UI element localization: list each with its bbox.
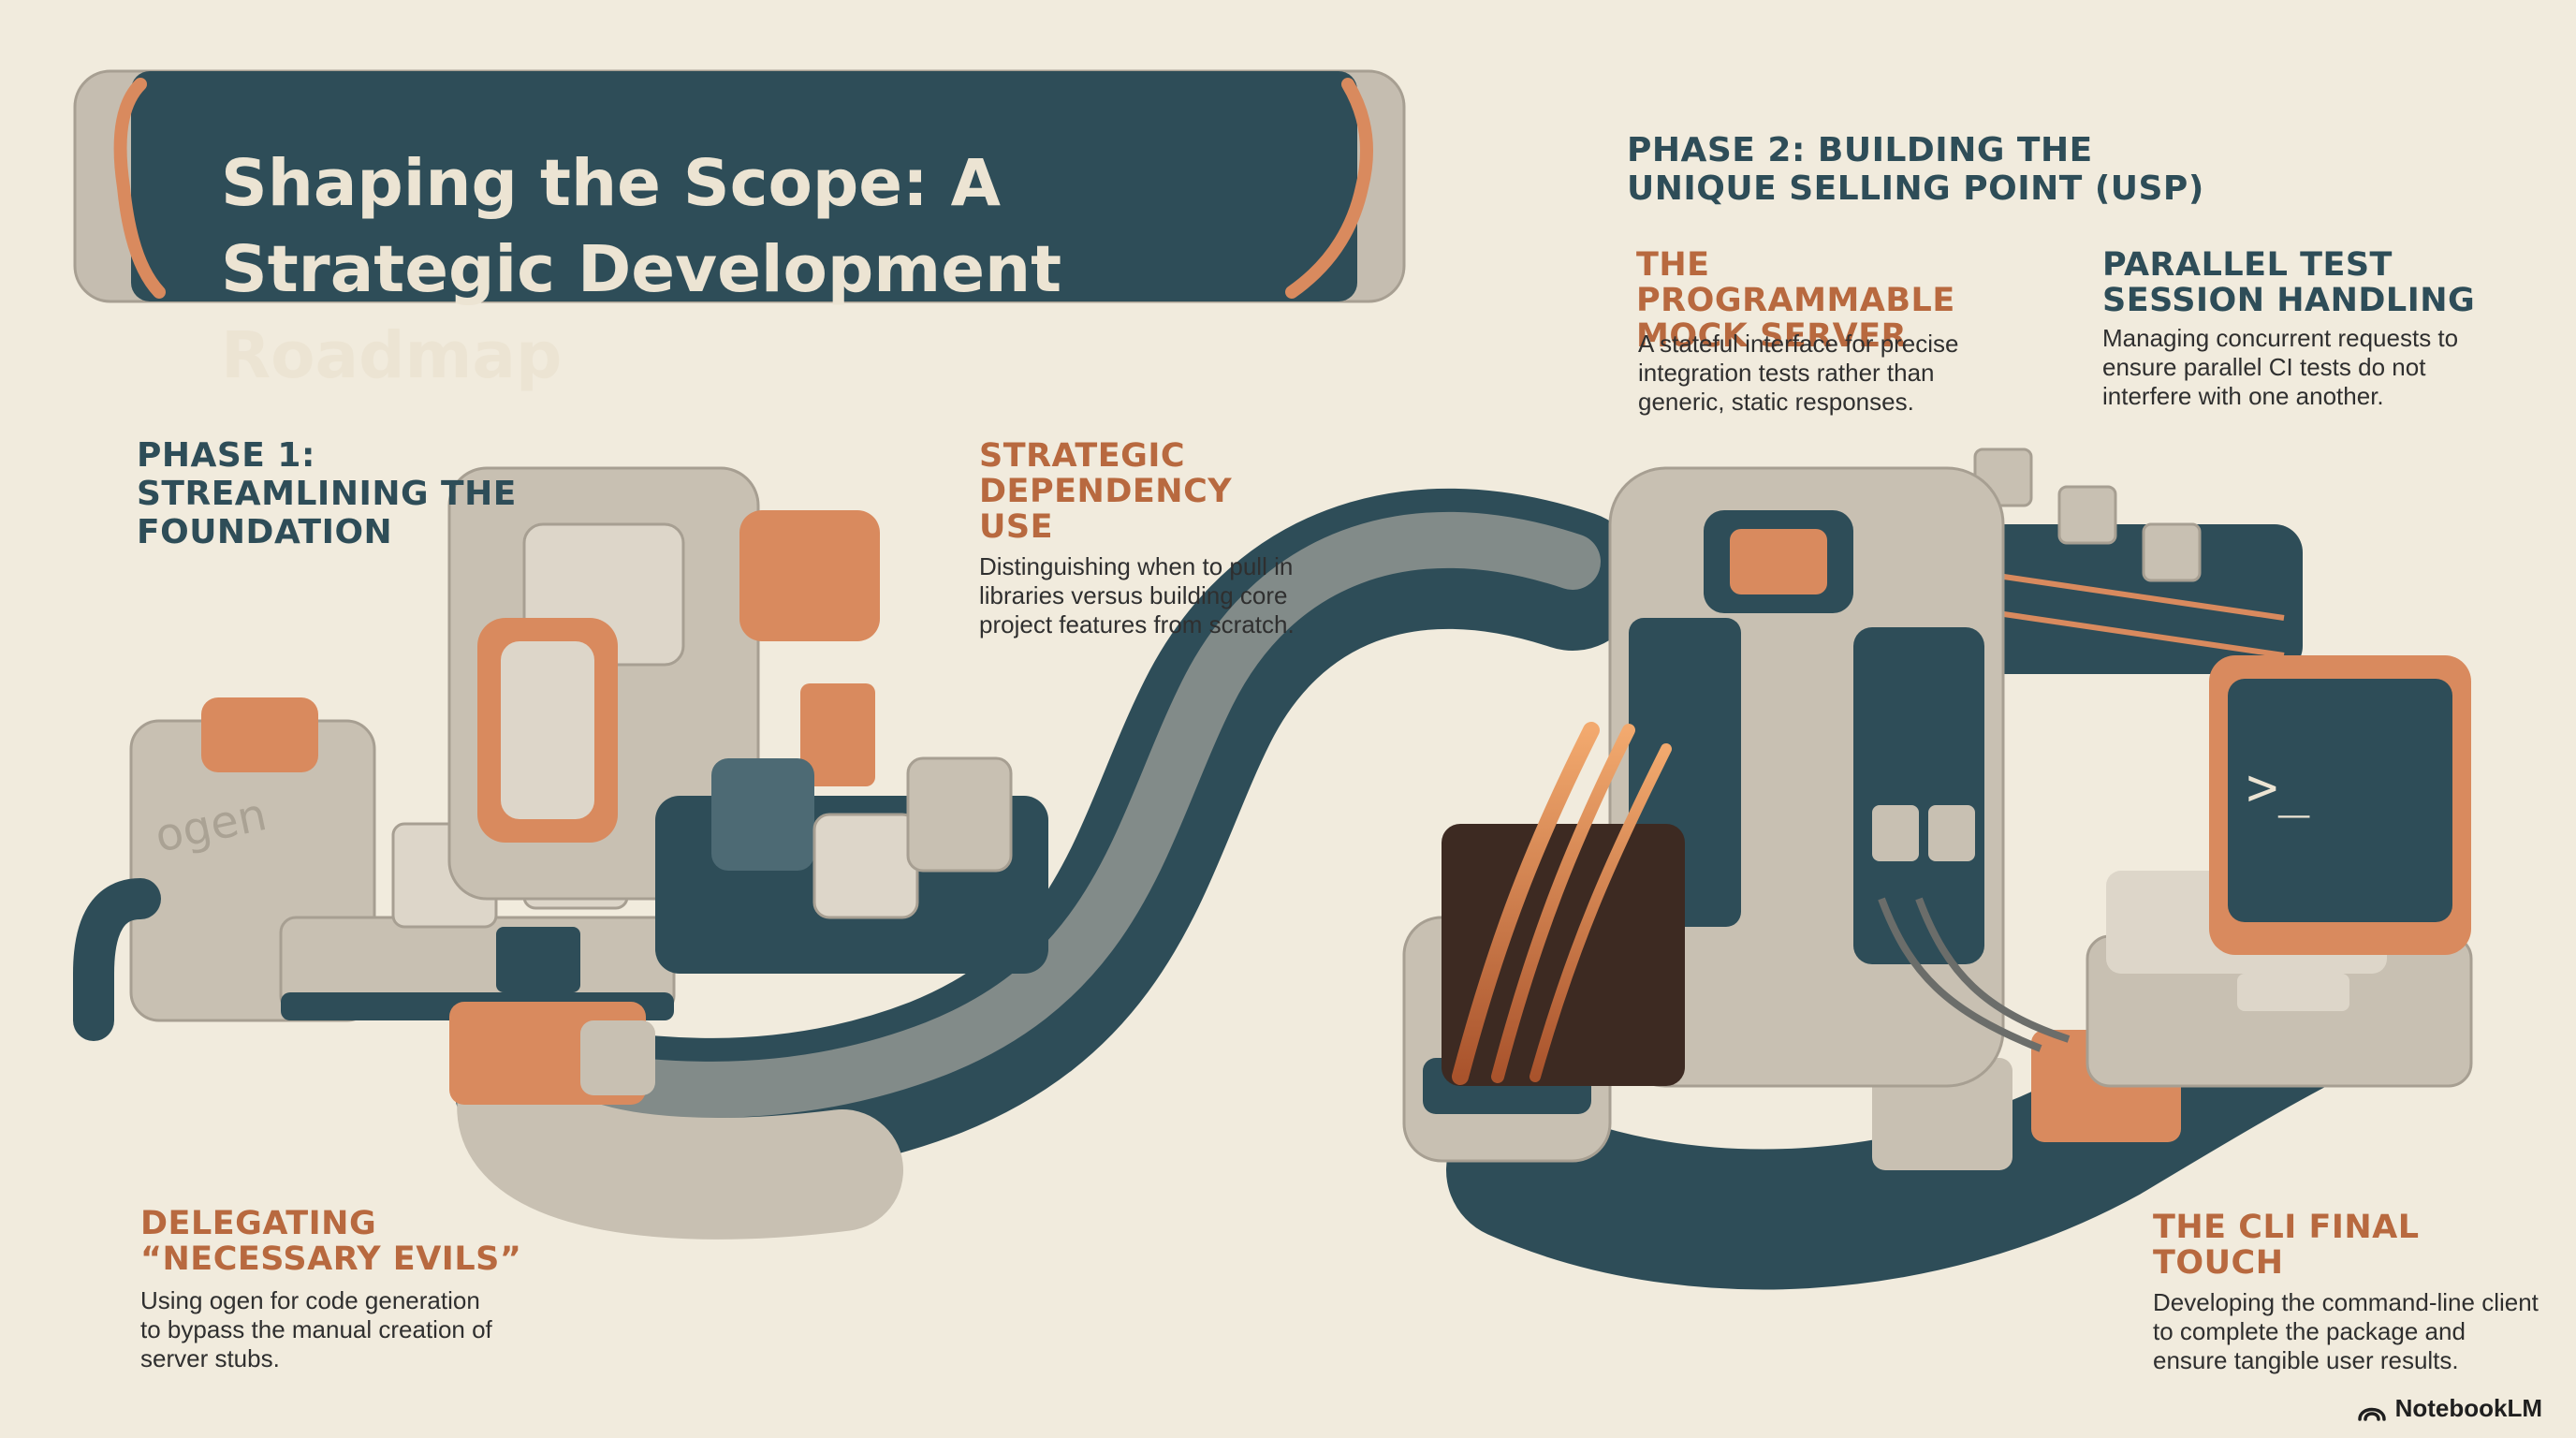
- notebooklm-logo-icon: [2357, 1399, 2386, 1421]
- page-title: Shaping the Scope: A Strategic Developme…: [221, 146, 1062, 394]
- terminal-prompt: >_: [2247, 757, 2310, 818]
- phase1-section-desc-dependency: Distinguishing when to pull in libraries…: [979, 552, 1295, 638]
- phase2-title: PHASE 2: BUILDING THE UNIQUE SELLING POI…: [1627, 131, 2204, 208]
- brand-watermark: NotebookLM: [2357, 1394, 2542, 1423]
- brand-name: NotebookLM: [2394, 1394, 2542, 1422]
- phase2-section-desc-cli: Developing the command-line client to co…: [2153, 1288, 2539, 1374]
- phase2-section-title-mock-server: THE PROGRAMMABLE MOCK SERVER: [1636, 246, 1955, 355]
- phase1-section-title-dependency: STRATEGIC DEPENDENCY USE: [979, 437, 1233, 546]
- phase1-section-desc-delegating: Using ogen for code generation to bypass…: [140, 1286, 492, 1372]
- phase2-section-desc-parallel: Managing concurrent requests to ensure p…: [2102, 324, 2459, 410]
- phase2-section-title-cli: THE CLI FINAL TOUCH: [2153, 1209, 2420, 1282]
- phase1-title: PHASE 1: STREAMLINING THE FOUNDATION: [137, 436, 517, 551]
- title-banner: [73, 69, 1406, 303]
- phase2-section-desc-mock-server: A stateful interface for precise integra…: [1638, 330, 1959, 416]
- phase2-section-title-parallel: PARALLEL TEST SESSION HANDLING: [2102, 246, 2476, 319]
- phase1-section-title-delegating: DELEGATING “NECESSARY EVILS”: [140, 1205, 522, 1278]
- phase1-machinery: ogen: [73, 466, 1048, 1105]
- phase2-machinery: >_: [1402, 448, 2473, 1163]
